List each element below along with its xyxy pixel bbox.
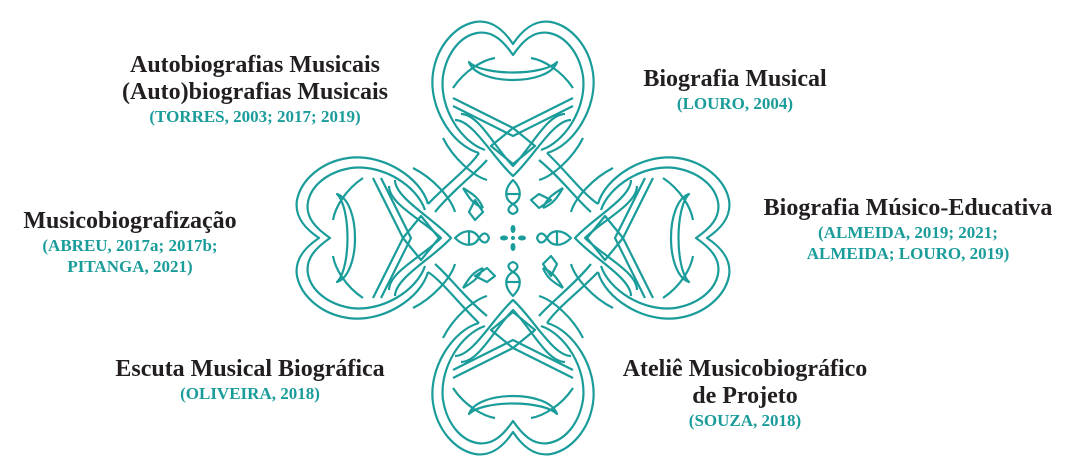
item-title: Ateliê Musicobiográfico	[605, 356, 885, 383]
item-reference: (SOUZA, 2018)	[605, 410, 885, 431]
item-musicobiografizacao: Musicobiografização (ABREU, 2017a; 2017b…	[0, 208, 260, 277]
item-reference: PITANGA, 2021)	[0, 256, 260, 277]
item-title: Biografia Musical	[600, 66, 870, 93]
item-title: Autobiografias Musicais	[80, 52, 430, 79]
item-biografia-musico-educativa: Biografia Músico-Educativa (ALMEIDA, 201…	[745, 195, 1071, 264]
item-title: (Auto)biografias Musicais	[80, 79, 430, 106]
item-reference: (TORRES, 2003; 2017; 2019)	[80, 106, 430, 127]
item-title: Musicobiografização	[0, 208, 260, 235]
item-title: de Projeto	[605, 383, 885, 410]
item-reference: (OLIVEIRA, 2018)	[90, 383, 410, 404]
item-reference: ALMEIDA; LOURO, 2019)	[745, 243, 1071, 264]
item-autobiografias: Autobiografias Musicais (Auto)biografias…	[80, 52, 430, 127]
item-reference: (ABREU, 2017a; 2017b;	[0, 235, 260, 256]
item-biografia-musical: Biografia Musical (LOURO, 2004)	[600, 66, 870, 114]
item-reference: (ALMEIDA, 2019; 2021;	[745, 222, 1071, 243]
item-reference: (LOURO, 2004)	[600, 93, 870, 114]
item-title: Escuta Musical Biográfica	[90, 356, 410, 383]
item-escuta-musical: Escuta Musical Biográfica (OLIVEIRA, 201…	[90, 356, 410, 404]
item-title: Biografia Músico-Educativa	[745, 195, 1071, 222]
item-atelie: Ateliê Musicobiográfico de Projeto (SOUZ…	[605, 356, 885, 431]
